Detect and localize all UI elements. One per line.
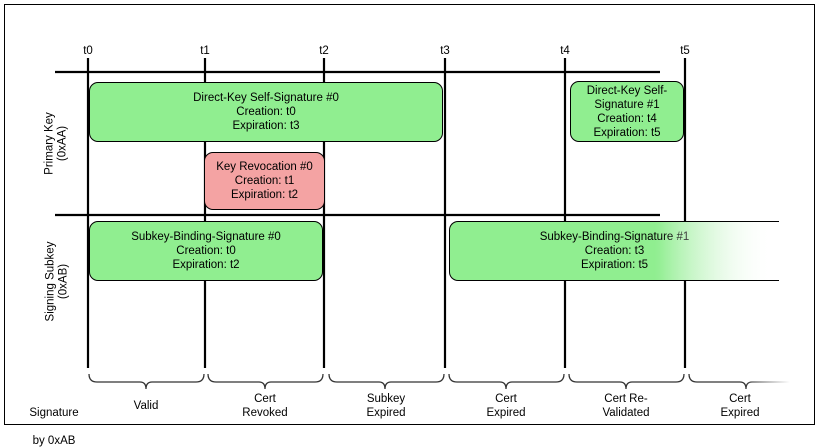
tick-label-t5: t5 (680, 45, 690, 57)
legend-period-cert-revalidated: Cert Re- Validated (602, 393, 650, 419)
brace-cert-revalidated (568, 373, 685, 390)
row-label-signing-subkey-line1: Signing Subkey (44, 241, 57, 322)
brace-cert-expired-1 (448, 373, 565, 390)
signature-box-subkey-binding-signature-0[interactable]: Subkey-Binding-Signature #0 Creation: t0… (89, 221, 323, 281)
legend-period-cert-expired-2: Cert Expired (720, 393, 760, 419)
legend-period-cert-expired-1: Cert Expired (486, 393, 526, 419)
signature-title: Direct-Key Self- Signature #1 (586, 84, 668, 111)
tick-label-t1: t1 (200, 45, 210, 57)
row-label-primary-key-line2: (0xAA) (56, 125, 68, 162)
signature-expiration: Expiration: t5 (580, 259, 649, 271)
signature-box-key-revocation-0[interactable]: Key Revocation #0 Creation: t1 Expiratio… (204, 152, 325, 210)
signature-title: Subkey-Binding-Signature #0 (131, 231, 281, 243)
signature-creation: Creation: t0 (176, 245, 236, 257)
tick-label-t3: t3 (440, 45, 450, 57)
brace-cert-revoked (207, 373, 324, 390)
row-label-primary-key: Primary Key (0xAA) (44, 84, 69, 204)
row-label-signing-subkey: Signing Subkey (0xAB) (45, 217, 70, 347)
signature-box-direct-key-self-signature-0[interactable]: Direct-Key Self-Signature #0 Creation: t… (89, 82, 443, 142)
timeline-canvas: t0 t1 t2 t3 t4 t5 Primary Key (0xAA) Sig… (29, 45, 790, 447)
legend-caption-line2: by 0xAB (32, 435, 76, 447)
signature-expiration: Expiration: t3 (232, 120, 300, 132)
brace-subkey-expired (328, 373, 445, 390)
legend-caption: Signature by 0xAB (10, 392, 98, 448)
signature-expiration: Expiration: t2 (230, 189, 299, 201)
axis-lines (55, 58, 790, 390)
legend-period-valid: Valid (133, 400, 159, 412)
period-braces (88, 373, 790, 390)
signature-expiration: Expiration: t2 (172, 259, 240, 271)
tick-label-t2: t2 (319, 45, 329, 57)
signature-box-subkey-binding-signature-1[interactable]: Subkey-Binding-Signature #1 Creation: t3… (449, 221, 779, 281)
row-label-signing-subkey-line2: (0xAB) (57, 263, 69, 300)
brace-valid (88, 373, 205, 390)
time-gridlines (86, 58, 687, 368)
signature-creation: Creation: t4 (597, 112, 657, 125)
signature-creation: Creation: t3 (584, 245, 645, 257)
brace-cert-expired-2 (688, 373, 790, 390)
tick-label-t4: t4 (560, 45, 570, 57)
signature-title: Subkey-Binding-Signature #1 (539, 231, 690, 243)
row-label-primary-key-line1: Primary Key (43, 112, 56, 175)
signature-title: Direct-Key Self-Signature #0 (193, 92, 339, 104)
legend-caption-line1: Signature (29, 407, 79, 419)
signature-expiration: Expiration: t5 (593, 126, 661, 139)
tick-label-t0: t0 (83, 45, 93, 57)
signature-box-direct-key-self-signature-1[interactable]: Direct-Key Self- Signature #1 Creation: … (570, 81, 684, 142)
signature-creation: Creation: t1 (234, 175, 295, 187)
legend-period-subkey-expired: Subkey Expired (366, 393, 406, 419)
signature-title: Key Revocation #0 (216, 161, 313, 173)
signature-creation: Creation: t0 (236, 106, 296, 118)
legend-period-cert-revoked: Cert Revoked (242, 393, 288, 419)
